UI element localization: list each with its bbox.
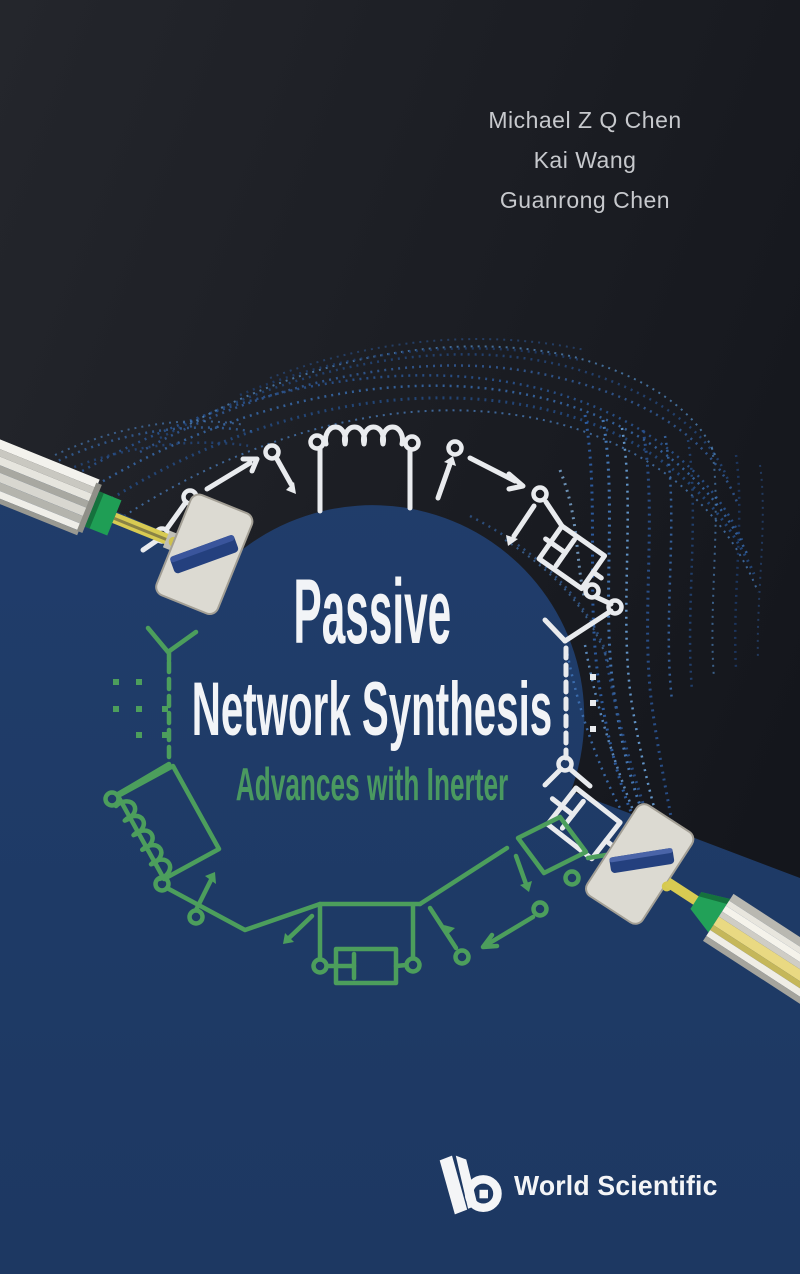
author-name: Kai Wang: [533, 147, 637, 173]
publisher-name: World Scientific: [514, 1170, 718, 1201]
author-name: Michael Z Q Chen: [488, 107, 682, 133]
navy-diagonal-panel: [0, 462, 800, 1274]
authors-block: Michael Z Q Chen Kai Wang Guanrong Chen: [455, 100, 715, 220]
book-subtitle-text: Advances with Inerter: [235, 758, 509, 810]
book-subtitle: Advances with Inerter: [0, 757, 744, 811]
particle-mesh-overlay: [469, 514, 650, 819]
author-name: Guanrong Chen: [499, 187, 671, 213]
world-scientific-logo-icon: [439, 1155, 502, 1215]
particle-mesh-swirl: [29, 338, 764, 831]
circuit-ring-green-bottom: [103, 625, 615, 986]
inerter-device-left: [0, 430, 254, 615]
publisher-block: World Scientific: [434, 1150, 728, 1222]
book-title-line1: Passive: [0, 560, 744, 665]
book-title-line2: Network Synthesis: [0, 666, 744, 753]
book-title-line1-text: Passive: [293, 561, 451, 663]
book-title-line2-text: Network Synthesis: [191, 667, 553, 752]
